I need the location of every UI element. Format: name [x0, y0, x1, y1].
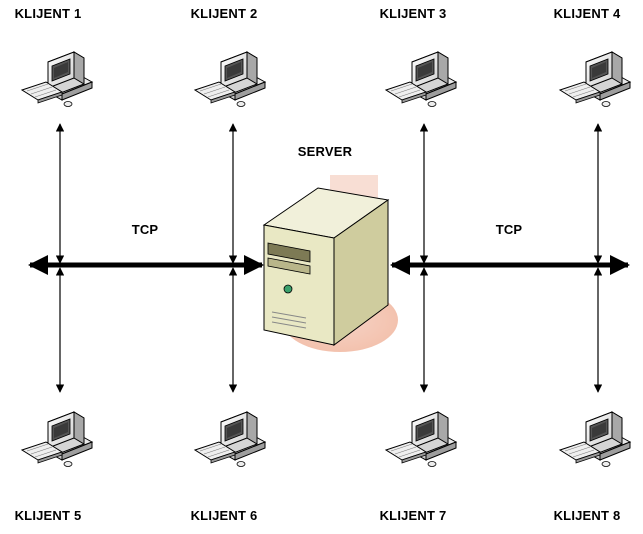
desktop-computer-icon: [21, 51, 93, 107]
client-label-1: KLIJENT 1: [14, 6, 82, 21]
desktop-computer-icon: [559, 51, 631, 107]
client-label-2: KLIJENT 2: [190, 6, 258, 21]
client-connectors: [55, 123, 603, 393]
client-label-7: KLIJENT 7: [379, 508, 447, 523]
tcp-label-right: TCP: [495, 222, 523, 237]
desktop-computer-icon: [194, 411, 266, 467]
desktop-computer-icon: [21, 411, 93, 467]
tcp-label-left: TCP: [131, 222, 159, 237]
desktop-computer-icon: [559, 411, 631, 467]
client-label-6: KLIJENT 6: [190, 508, 258, 523]
client-label-8: KLIJENT 8: [553, 508, 621, 523]
desktop-computer-icon: [385, 51, 457, 107]
server-label: SERVER: [297, 144, 353, 159]
server-tower-icon: [262, 175, 398, 352]
client-label-4: KLIJENT 4: [553, 6, 621, 21]
desktop-computer-icon: [385, 411, 457, 467]
client-label-5: KLIJENT 5: [14, 508, 82, 523]
client-label-3: KLIJENT 3: [379, 6, 447, 21]
desktop-computer-icon: [194, 51, 266, 107]
